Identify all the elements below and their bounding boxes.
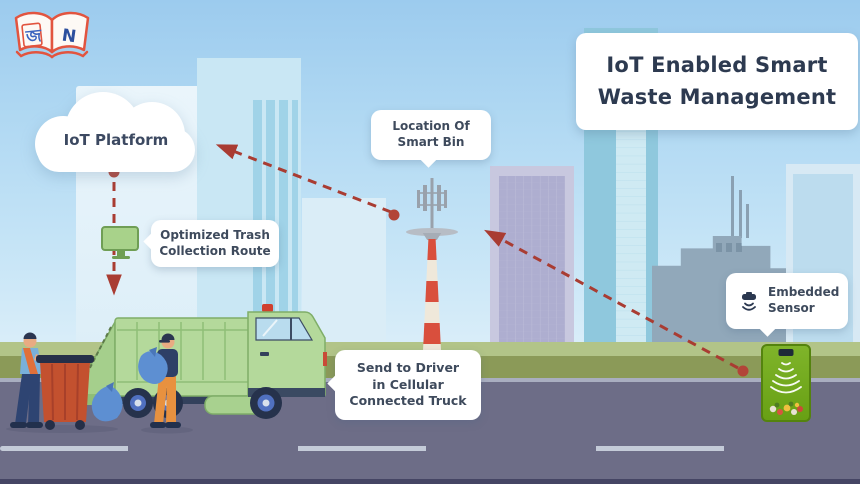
monitor-screen	[101, 226, 139, 251]
arrow-bin-to-tower	[484, 229, 739, 370]
window	[736, 243, 742, 252]
callout-embedded-sensor: Embedded Sensor	[726, 273, 848, 329]
open-book-logo: জ N	[14, 11, 90, 59]
monitor-stand	[117, 251, 125, 256]
logo-left-glyph: জ	[24, 26, 43, 48]
arrow-origin-dot	[388, 209, 400, 221]
callout-send-to-driver: Send to Driver in Cellular Connected Tru…	[335, 350, 481, 420]
callout-line: Send to Driver	[356, 360, 460, 376]
rooftop-antenna-icon	[731, 176, 734, 238]
window	[726, 243, 732, 252]
tower-platform-base	[422, 233, 442, 240]
callout-line: Optimized Trash	[160, 227, 270, 242]
building-striped-tower	[197, 58, 301, 360]
red-trash-bin	[36, 355, 94, 430]
worker-carrying-bag	[138, 333, 193, 434]
arrow-origin-dot	[737, 365, 749, 377]
monitor-icon	[101, 226, 141, 262]
bin-trash	[769, 401, 803, 415]
monitor-base	[112, 256, 130, 259]
cloud-body	[37, 128, 195, 172]
ultrasonic-cone-icon	[769, 362, 803, 415]
blue-trash-bag	[138, 347, 168, 385]
page-title-line: Waste Management	[597, 84, 837, 109]
lane-markings	[0, 446, 860, 451]
iot-platform-cloud: IoT Platform	[33, 92, 199, 174]
rooftop-antenna-icon	[746, 204, 749, 238]
road-bottom-edge	[0, 479, 860, 484]
blue-trash-bag	[91, 382, 123, 422]
window	[716, 243, 722, 252]
callout-line: in Cellular	[372, 376, 444, 392]
callout-line: Embedded	[768, 285, 840, 300]
callout-line: Collection Route	[159, 243, 271, 258]
logo-right-glyph: N	[61, 26, 78, 48]
cellular-tower	[404, 178, 460, 364]
tower-platform	[406, 228, 458, 236]
embedded-sensor-icon	[742, 292, 756, 311]
tower-striped-mast	[422, 239, 442, 361]
title-card: IoT Enabled Smart Waste Management	[576, 33, 858, 130]
callout-optimized-route: Optimized Trash Collection Route	[151, 220, 279, 267]
rooftop-antenna-icon	[739, 190, 742, 238]
callout-location-of-smart-bin: Location Of Smart Bin	[371, 110, 491, 160]
arrow-tower-to-platform	[215, 144, 392, 214]
bin-sensor-icon	[778, 349, 794, 356]
smart-waste-bin	[761, 344, 811, 422]
callout-line: Sensor	[768, 301, 815, 315]
callout-line: Location Of	[392, 119, 470, 134]
iot-platform-label: IoT Platform	[63, 131, 169, 149]
callout-line: Connected Truck	[349, 393, 467, 409]
page-title-line: IoT Enabled Smart	[606, 53, 828, 77]
callout-line: Smart Bin	[397, 135, 465, 149]
tower-antenna-icon	[417, 178, 447, 230]
worker-pushing-bin	[6, 332, 123, 433]
